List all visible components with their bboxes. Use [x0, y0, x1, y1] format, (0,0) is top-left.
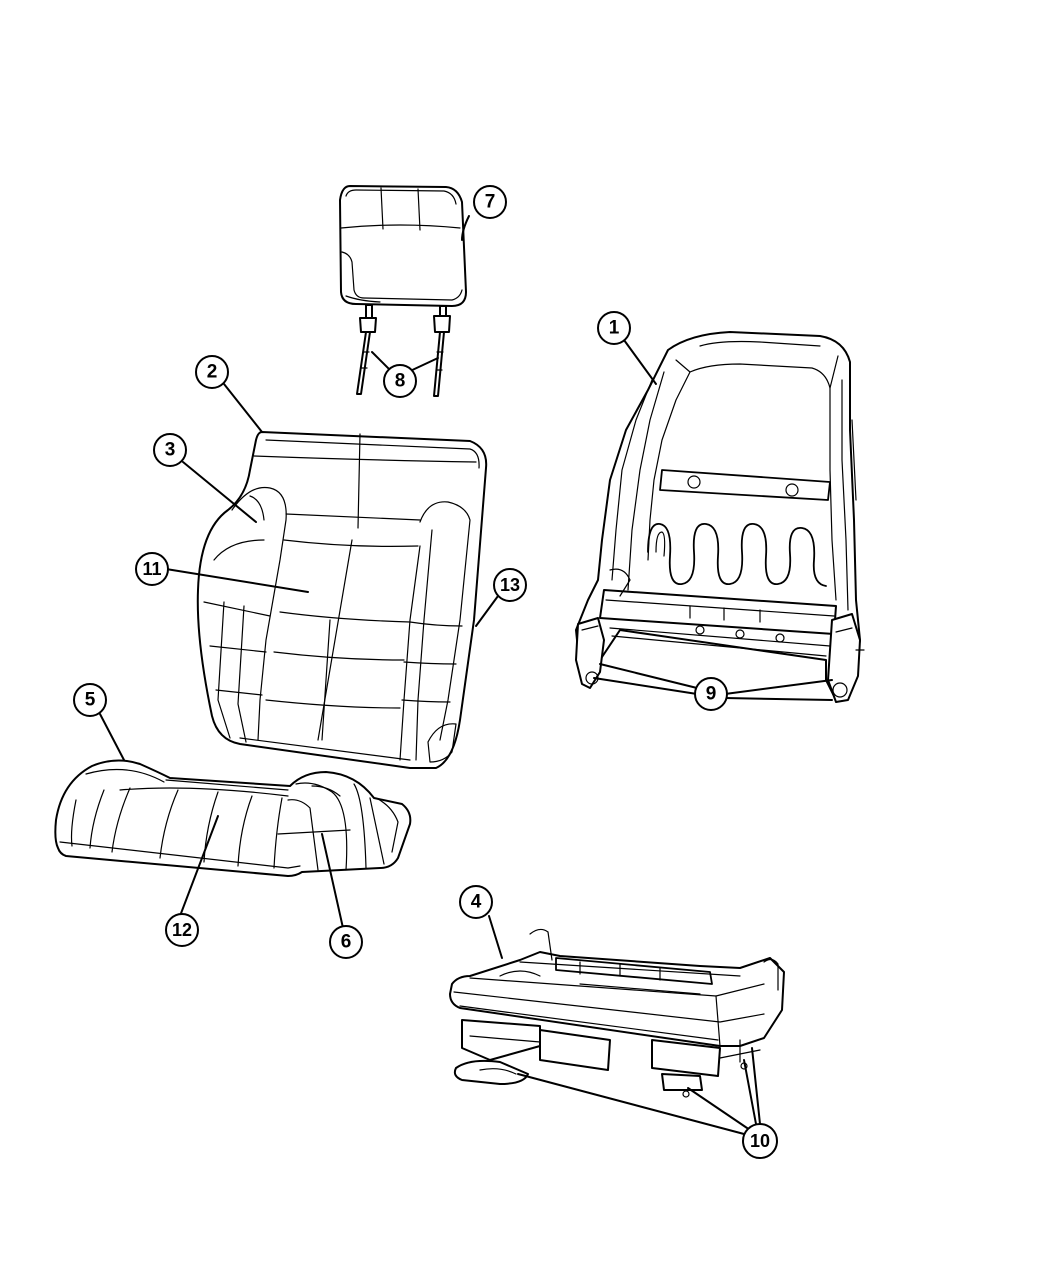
callout-2: 2 [195, 355, 229, 389]
svg-text:11: 11 [142, 559, 161, 579]
seat-back-frame-illustration [575, 331, 865, 703]
callout-13: 13 [493, 568, 527, 602]
svg-text:1: 1 [609, 318, 620, 339]
callout-9: 9 [694, 677, 728, 711]
svg-text:4: 4 [471, 892, 482, 913]
svg-text:6: 6 [341, 932, 352, 953]
callout-6: 6 [329, 925, 363, 959]
callout-3: 3 [153, 433, 187, 467]
svg-text:12: 12 [172, 920, 192, 940]
headrest-guide-posts-illustration [356, 304, 451, 397]
seat-adjuster-illustration [449, 928, 785, 1098]
callout-11: 11 [135, 552, 169, 586]
headrest-illustration [339, 185, 467, 397]
callout-5: 5 [73, 683, 107, 717]
svg-text:3: 3 [165, 440, 176, 461]
svg-text:9: 9 [706, 684, 717, 705]
callout-10: 10 [742, 1123, 778, 1159]
callout-12: 12 [165, 913, 199, 947]
svg-text:8: 8 [395, 371, 406, 392]
svg-text:2: 2 [207, 362, 218, 383]
callout-1: 1 [597, 311, 631, 345]
callout-4: 4 [459, 885, 493, 919]
seat-back-illustration [196, 431, 488, 769]
svg-text:7: 7 [485, 192, 496, 213]
svg-text:5: 5 [85, 690, 96, 711]
leader-lines [99, 215, 833, 1135]
callout-7: 7 [473, 185, 507, 219]
callout-8: 8 [383, 364, 417, 398]
svg-text:10: 10 [750, 1131, 770, 1151]
svg-text:13: 13 [500, 575, 520, 595]
seat-cushion-illustration [54, 759, 412, 877]
